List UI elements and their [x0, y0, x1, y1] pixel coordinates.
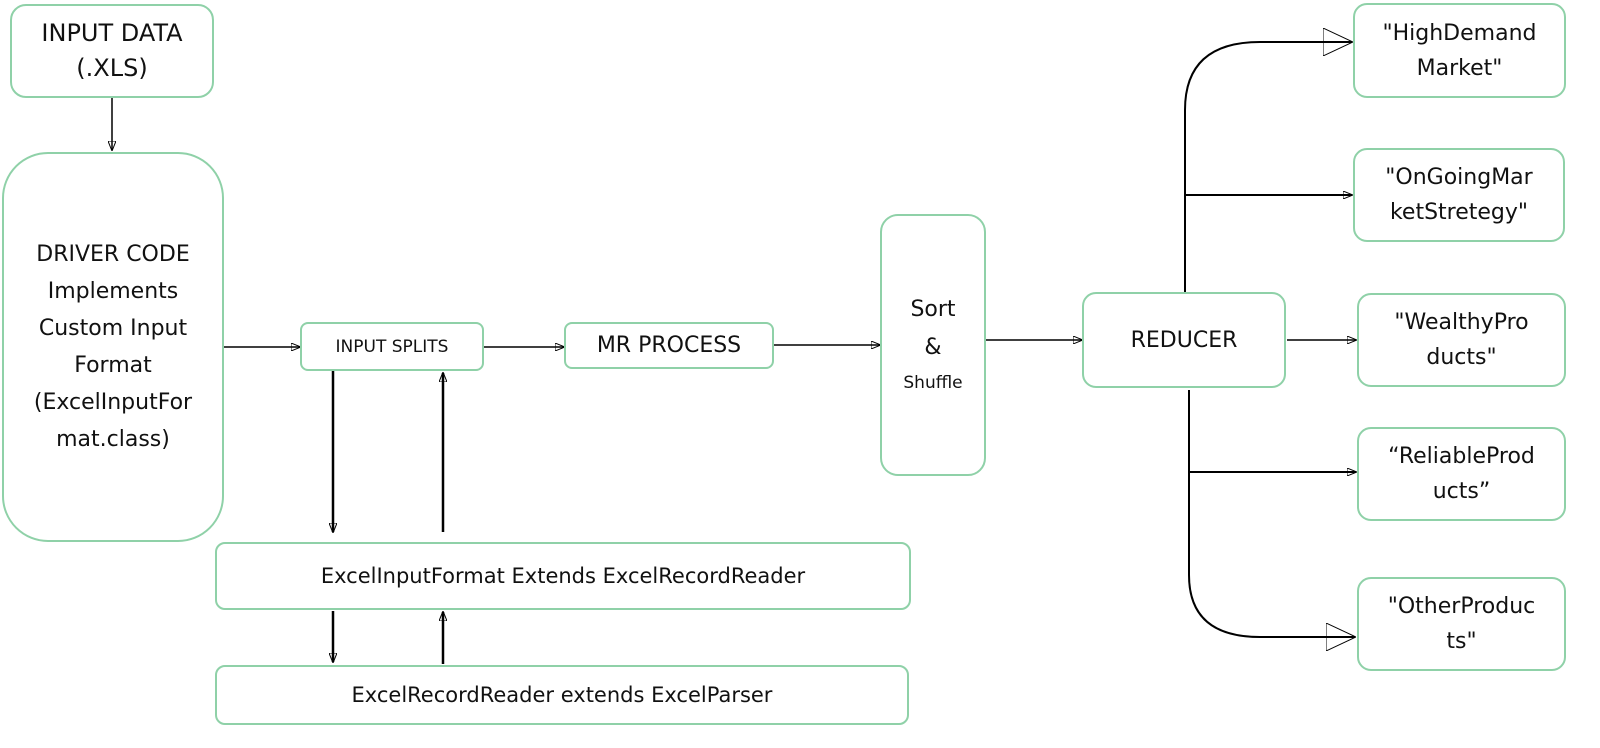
output-wealthy-line-2: ducts": [1426, 345, 1497, 370]
output-ongoing-line-1: "OnGoingMar: [1385, 165, 1533, 190]
output-reliable-line-1: “ReliableProd: [1388, 444, 1535, 469]
sort-label: Sort: [910, 297, 956, 322]
reducer-label: REDUCER: [1130, 327, 1238, 353]
output-other-line-1: "OtherProduc: [1387, 594, 1536, 619]
sort-shuffle-box: Sort & Shuffle: [880, 214, 986, 476]
output-other-line-2: ts": [1446, 629, 1477, 654]
excel-input-format-box: ExcelInputFormat Extends ExcelRecordRead…: [215, 542, 911, 610]
output-ongoing-line-2: ketStretegy": [1389, 200, 1529, 225]
shuffle-label: Shuffle: [903, 373, 963, 393]
excel-record-reader-label: ExcelRecordReader extends ExcelParser: [351, 683, 773, 707]
ampersand-label: &: [924, 335, 942, 360]
output-reliable-line-2: ucts”: [1432, 479, 1491, 504]
input-data-box: INPUT DATA (.XLS): [10, 4, 214, 98]
driver-code-line-1: DRIVER CODE: [36, 242, 190, 267]
input-data-line-1: INPUT DATA: [41, 19, 183, 47]
reducer-box: REDUCER: [1082, 292, 1286, 388]
excel-record-reader-box: ExcelRecordReader extends ExcelParser: [215, 665, 909, 725]
output-high-demand-line-1: "HighDemand: [1382, 20, 1537, 46]
driver-code-line-6: mat.class): [56, 427, 170, 452]
output-wealthy-line-1: "WealthyPro: [1394, 310, 1529, 335]
mr-process-box: MR PROCESS: [564, 322, 774, 369]
input-splits-box: INPUT SPLITS: [300, 322, 484, 371]
driver-code-line-5: (ExcelInputFor: [33, 390, 193, 415]
output-high-demand-line-2: Market": [1416, 55, 1503, 81]
mr-process-label: MR PROCESS: [596, 333, 742, 358]
output-high-demand-market: "HighDemand Market": [1353, 3, 1566, 98]
input-data-line-2: (.XLS): [76, 54, 148, 82]
output-reliable-products: “ReliableProd ucts”: [1357, 427, 1566, 521]
input-splits-label: INPUT SPLITS: [335, 336, 449, 357]
output-wealthy-products: "WealthyPro ducts": [1357, 293, 1566, 387]
excel-input-format-label: ExcelInputFormat Extends ExcelRecordRead…: [320, 564, 806, 588]
driver-code-line-2: Implements: [47, 279, 179, 304]
driver-code-line-4: Format: [74, 353, 152, 378]
driver-code-line-3: Custom Input: [38, 316, 188, 341]
driver-code-box: DRIVER CODE Implements Custom Input Form…: [2, 152, 224, 542]
output-other-products: "OtherProduc ts": [1357, 577, 1566, 671]
output-ongoing-market-strategy: "OnGoingMar ketStretegy": [1353, 148, 1565, 242]
